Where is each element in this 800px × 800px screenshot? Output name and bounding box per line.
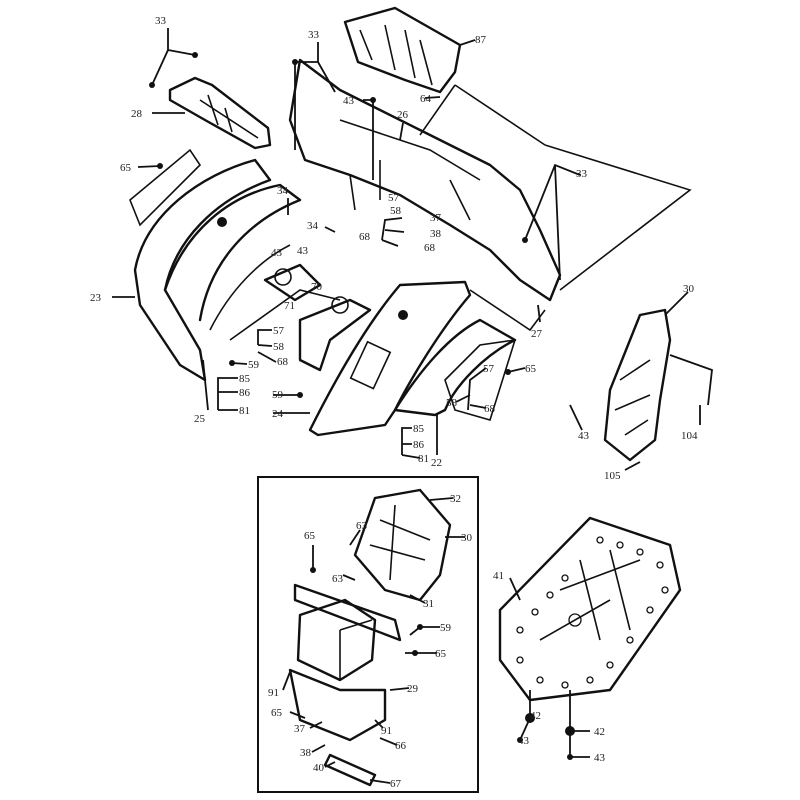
callout-label: 42 xyxy=(530,710,541,722)
callout-label: 37 xyxy=(294,723,306,735)
callout-label: 24 xyxy=(272,408,284,420)
callout-label: 38 xyxy=(300,747,312,759)
leader-lines xyxy=(112,28,701,784)
callout-label: 22 xyxy=(431,457,442,469)
callout-label: 81 xyxy=(418,453,429,465)
callout-label: 59 xyxy=(272,389,284,401)
part-battery-assembly xyxy=(288,488,452,787)
callout-label: 31 xyxy=(423,598,434,610)
callout-label: 65 xyxy=(435,648,447,660)
callout-label: 87 xyxy=(475,34,487,46)
callout-label: 28 xyxy=(131,108,143,120)
callout-label: 85 xyxy=(239,373,251,385)
callout-label: 105 xyxy=(604,470,621,482)
callout-label: 37 xyxy=(430,212,442,224)
callout-label: 57 xyxy=(483,363,495,375)
callout-label: 30 xyxy=(461,532,473,544)
callout-label: 30 xyxy=(683,283,695,295)
callout-label: 71 xyxy=(284,300,295,312)
callout-label: 86 xyxy=(413,439,425,451)
callout-label: 65 xyxy=(120,162,132,174)
callout-label: 42 xyxy=(594,726,605,738)
callout-label: 104 xyxy=(681,430,698,442)
callout-label: 68 xyxy=(484,403,496,415)
callout-label: 57 xyxy=(388,192,400,204)
callout-label: 40 xyxy=(313,762,325,774)
callout-label: 58 xyxy=(446,397,458,409)
part-rear-body xyxy=(288,58,692,302)
part-left-fender xyxy=(129,148,341,382)
callout-label: 34 xyxy=(277,185,289,197)
callout-label: 33 xyxy=(308,29,320,41)
callout-label: 91 xyxy=(268,687,279,699)
inset-frame xyxy=(257,476,479,793)
callout-label: 43 xyxy=(594,752,606,764)
callout-label: 86 xyxy=(239,387,251,399)
part-footboard xyxy=(498,516,682,702)
callout-label: 41 xyxy=(493,570,504,582)
callout-label: 68 xyxy=(277,356,289,368)
callout-label: 64 xyxy=(420,93,432,105)
callout-label: 33 xyxy=(576,168,588,180)
callout-label: 58 xyxy=(390,205,402,217)
callout-label: 38 xyxy=(430,228,442,240)
callout-label: 65 xyxy=(271,707,283,719)
callout-label: 68 xyxy=(359,231,371,243)
callout-label: 68 xyxy=(424,242,436,254)
callout-label: 33 xyxy=(155,15,167,27)
callout-label: 63 xyxy=(332,573,344,585)
callout-label: 65 xyxy=(525,363,537,375)
callout-label: 65 xyxy=(304,530,316,542)
callout-label: 26 xyxy=(397,109,409,121)
callout-label: 63 xyxy=(356,520,368,532)
callout-label: 81 xyxy=(239,405,250,417)
callout-label: 23 xyxy=(90,292,102,304)
callout-label: 43 xyxy=(518,735,530,747)
callout-label: 25 xyxy=(194,413,206,425)
callout-label: 43 xyxy=(343,95,355,107)
part-seat-cover xyxy=(343,6,462,94)
callout-label: 32 xyxy=(450,493,461,505)
callout-label: 85 xyxy=(413,423,425,435)
callout-label: 59 xyxy=(440,622,452,634)
callout-label: 70 xyxy=(311,281,323,293)
part-side-guard xyxy=(603,308,713,462)
callout-label: 66 xyxy=(395,740,407,752)
callout-label: 91 xyxy=(381,725,392,737)
callout-labels: 33 33 87 64 43 26 28 65 33 34 34 57 58 6… xyxy=(90,15,698,790)
callout-label: 29 xyxy=(407,683,419,695)
part-right-footrest xyxy=(308,280,546,437)
callout-label: 27 xyxy=(531,328,543,340)
callout-label: 43 xyxy=(271,247,283,259)
callout-label: 58 xyxy=(273,341,285,353)
callout-label: 59 xyxy=(248,359,260,371)
callout-label: 43 xyxy=(297,245,309,257)
part-center-bracket xyxy=(263,263,372,372)
callout-label: 57 xyxy=(273,325,285,337)
callout-label: 67 xyxy=(390,778,402,790)
callout-label: 43 xyxy=(578,430,590,442)
part-grab-handle xyxy=(168,76,272,150)
callout-label: 34 xyxy=(307,220,319,232)
